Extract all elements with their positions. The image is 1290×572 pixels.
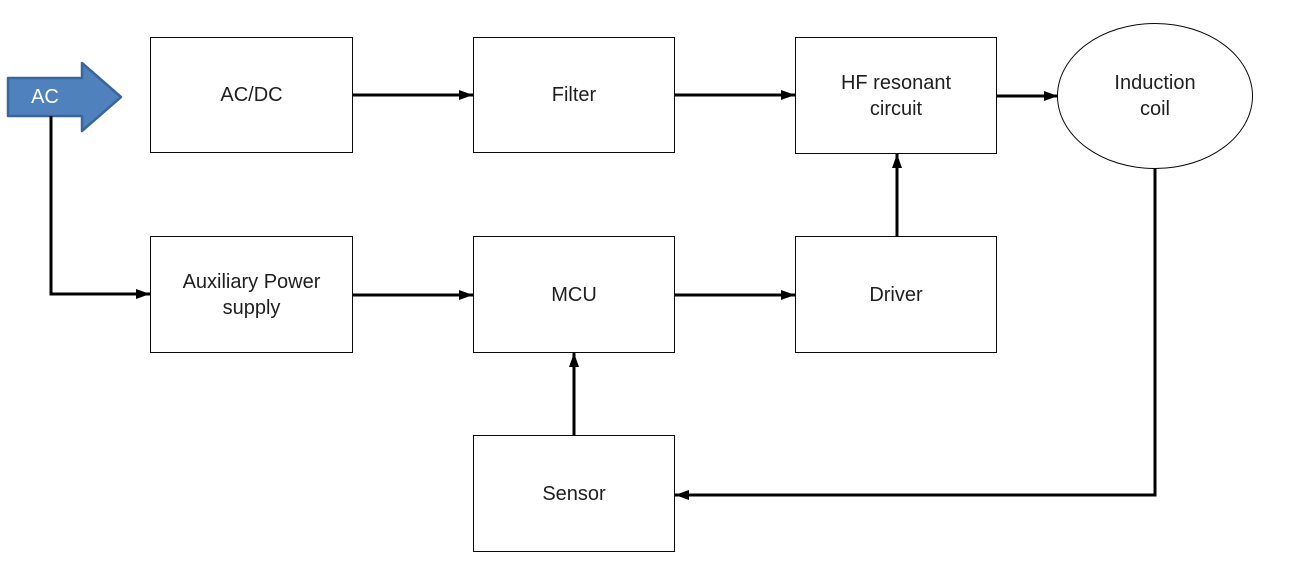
node-driver-label: Driver bbox=[869, 283, 923, 306]
node-sensor: Sensor bbox=[473, 435, 675, 552]
node-acdc-label: AC/DC bbox=[220, 84, 283, 106]
edge-ac-to-aux bbox=[49, 116, 150, 299]
node-filter-label: Filter bbox=[551, 84, 597, 106]
edge-coil-to-sensor bbox=[675, 166, 1157, 500]
node-ac-label: AC bbox=[31, 85, 59, 108]
node-induction-coil-label: Induction coil bbox=[1114, 72, 1196, 120]
node-mcu-label: MCU bbox=[551, 283, 597, 306]
node-hf-resonant-circuit-label: HF resonant circuit bbox=[840, 71, 952, 120]
node-sensor-label: Sensor bbox=[542, 482, 606, 505]
node-induction-coil: Induction coil bbox=[1057, 23, 1253, 169]
ac-input-block-arrow-shape bbox=[6, 61, 123, 133]
node-acdc: AC/DC bbox=[150, 37, 353, 153]
node-filter: Filter bbox=[473, 37, 675, 153]
node-auxiliary-power-supply-label: Auxiliary Power supply bbox=[182, 270, 321, 319]
node-driver: Driver bbox=[795, 236, 997, 353]
node-auxiliary-power-supply: Auxiliary Power supply bbox=[150, 236, 353, 353]
node-hf-resonant-circuit: HF resonant circuit bbox=[795, 37, 997, 154]
node-mcu: MCU bbox=[473, 236, 675, 353]
